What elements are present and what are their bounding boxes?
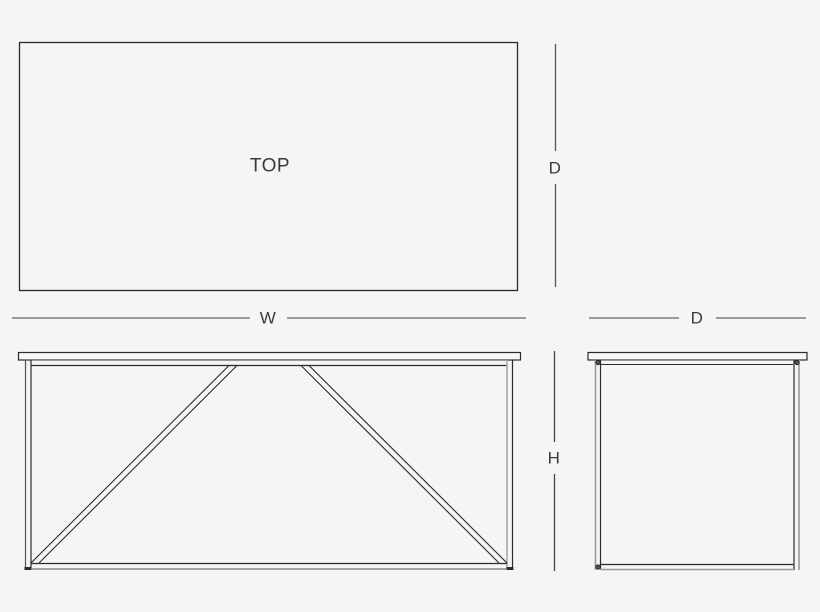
side-view-depth-label: D xyxy=(690,308,704,328)
side-tabletop xyxy=(587,351,808,361)
side-bottom-rail xyxy=(600,563,794,571)
top-view-outline xyxy=(18,41,519,292)
front-tabletop xyxy=(17,351,522,361)
width-label: W xyxy=(259,308,277,328)
side-view xyxy=(587,351,808,571)
front-right-diagonal-brace xyxy=(300,364,508,564)
side-right-leg xyxy=(793,359,800,570)
front-right-leg xyxy=(506,360,514,570)
top-view-label: TOP xyxy=(249,155,291,177)
top-view xyxy=(18,41,519,292)
front-bottom-rail xyxy=(31,562,507,570)
side-left-leg xyxy=(594,359,602,570)
front-left-leg xyxy=(24,360,32,570)
front-left-diagonal-brace xyxy=(30,364,238,564)
top-view-depth-label: D xyxy=(548,158,562,178)
front-view xyxy=(17,351,522,570)
height-label: H xyxy=(547,448,561,468)
